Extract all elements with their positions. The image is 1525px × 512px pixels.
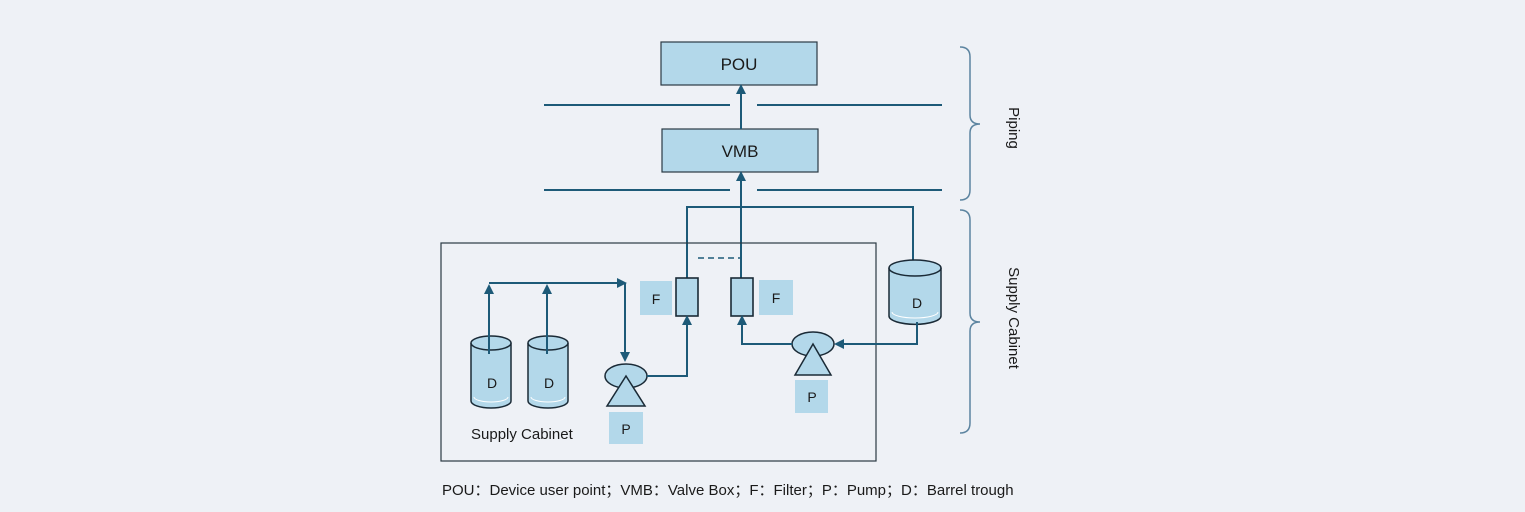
drum-3-to-pump — [834, 322, 918, 349]
filter-right-label: F — [772, 290, 781, 306]
drum-3: D — [888, 259, 942, 326]
pump-right — [791, 331, 835, 376]
filter-right-label-box — [759, 280, 793, 315]
drum-1-label: D — [487, 375, 497, 391]
filter-left — [675, 277, 699, 317]
piping-bracket — [959, 46, 981, 201]
pou-box: POU — [660, 41, 818, 86]
cabinet-label: Supply Cabinet — [471, 426, 574, 443]
drum-3-label: D — [912, 295, 922, 311]
filter-right — [730, 277, 754, 317]
vmb-label: VMB — [722, 142, 759, 161]
pump-right-label-box — [795, 380, 828, 413]
pump-right-label: P — [807, 389, 816, 405]
supply-cabinet-bracket — [959, 209, 981, 434]
filter-left-label: F — [652, 291, 661, 307]
supply-cabinet-bracket-label: Supply Cabinet — [1005, 267, 1022, 370]
pump-left — [604, 363, 648, 407]
pump-right-to-filter — [737, 315, 792, 345]
filter-left-label-box — [640, 281, 672, 315]
pump-left-label-box — [609, 412, 643, 444]
legend-text: POU：Device user point；VMB：Valve Box；F：Fi… — [442, 482, 1014, 499]
pump-left-label: P — [621, 421, 630, 437]
supply-cabinet-box — [440, 242, 877, 462]
piping-bracket-label: Piping — [1005, 107, 1022, 149]
drum-1: D — [470, 335, 512, 409]
drum-2-label: D — [544, 375, 554, 391]
vmb-box: VMB — [661, 128, 819, 173]
pump-left-to-filter — [647, 315, 692, 377]
pou-label: POU — [721, 55, 758, 74]
